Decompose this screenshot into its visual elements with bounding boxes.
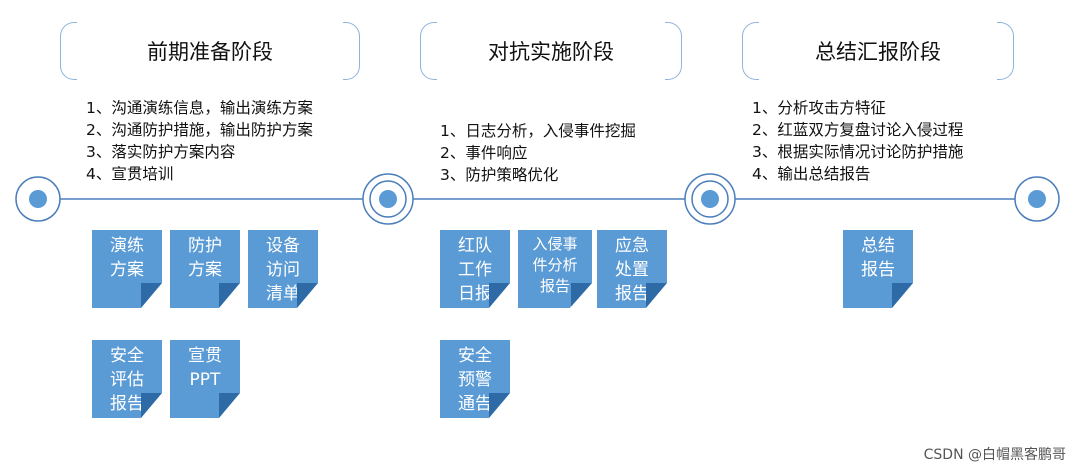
phase-2-steps: 1、日志分析，入侵事件挖掘 2、事件响应 3、防护策略优化: [440, 120, 636, 186]
phase-3-title: 总结汇报阶段: [742, 22, 1014, 80]
doc-label: 演练 方案: [110, 236, 144, 280]
doc-label: 防护 方案: [188, 236, 222, 280]
doc-summary-report: 总结 报告: [843, 230, 913, 308]
doc-red-team-daily-report: 红队 工作 日报: [440, 230, 510, 308]
doc-security-alert-bulletin: 安全 预警 通告: [440, 340, 510, 418]
doc-label: 入侵事 件分析 报告: [532, 235, 578, 295]
doc-label: 安全 预警 通告: [458, 346, 492, 414]
phase-3-steps: 1、分析攻击方特征 2、红蓝双方复盘讨论入侵过程 3、根据实际情况讨论防护措施 …: [752, 97, 963, 185]
timeline-node-2: [684, 173, 736, 225]
doc-label: 宣贯 PPT: [188, 346, 222, 390]
phase-3-step: 2、红蓝双方复盘讨论入侵过程: [752, 121, 964, 139]
doc-intrusion-analysis-report: 入侵事 件分析 报告: [518, 230, 592, 308]
phase-1-steps: 1、沟通演练信息，输出演练方案 2、沟通防护措施，输出防护方案 3、落实防护方案…: [86, 97, 313, 185]
doc-device-access-list: 设备 访问 清单: [248, 230, 318, 308]
watermark: CSDN @白帽黑客鹏哥: [923, 447, 1066, 463]
doc-label: 应急 处置 报告: [615, 236, 649, 304]
doc-label: 安全 评估 报告: [110, 346, 144, 414]
phase-2-step: 1、日志分析，入侵事件挖掘: [440, 122, 636, 140]
phase-3-step: 4、输出总结报告: [752, 165, 871, 183]
timeline-node-start: [15, 176, 61, 222]
phase-2-step: 2、事件响应: [440, 144, 528, 162]
doc-exercise-plan: 演练 方案: [92, 230, 162, 308]
phase-2-step: 3、防护策略优化: [440, 166, 559, 184]
doc-training-ppt: 宣贯 PPT: [170, 340, 240, 418]
phase-2-title: 对抗实施阶段: [420, 22, 682, 80]
phase-3-step: 3、根据实际情况讨论防护措施: [752, 143, 964, 161]
phase-1-step: 3、落实防护方案内容: [86, 143, 236, 161]
phase-1-title: 前期准备阶段: [60, 22, 360, 80]
doc-incident-response-report: 应急 处置 报告: [597, 230, 667, 308]
doc-label: 红队 工作 日报: [458, 236, 492, 304]
phase-1-step: 4、宣贯培训: [86, 165, 174, 183]
phase-3-step: 1、分析攻击方特征: [752, 99, 886, 117]
phase-1-step: 1、沟通演练信息，输出演练方案: [86, 99, 313, 117]
doc-protection-plan: 防护 方案: [170, 230, 240, 308]
timeline-node-end: [1014, 176, 1060, 222]
doc-label: 设备 访问 清单: [266, 236, 300, 304]
timeline-node-1: [362, 173, 414, 225]
doc-label: 总结 报告: [861, 236, 895, 280]
doc-security-assessment-report: 安全 评估 报告: [92, 340, 162, 418]
phase-1-step: 2、沟通防护措施，输出防护方案: [86, 121, 313, 139]
